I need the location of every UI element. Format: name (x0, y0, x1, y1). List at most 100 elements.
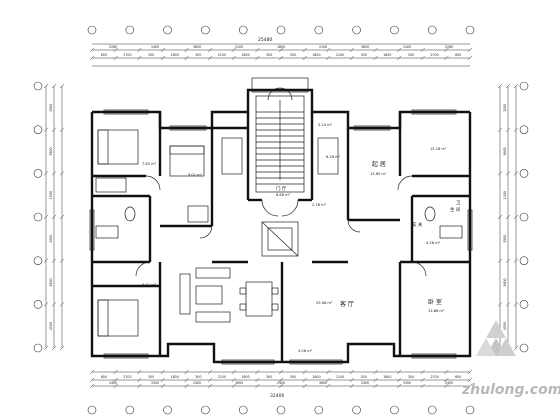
grid-axis-bubble (519, 212, 529, 222)
dim-tick (373, 47, 378, 53)
dim-tick (184, 55, 189, 61)
dim-tick (349, 377, 355, 383)
right-dim: 1500 (503, 104, 507, 112)
dim-tick (160, 377, 166, 383)
dim-tick (349, 369, 355, 375)
dim-tick (497, 258, 503, 263)
area-right-bath: 4.28 m² (426, 241, 441, 245)
dim-tick (396, 377, 402, 383)
grid-axis-bubble (33, 343, 43, 353)
dim-tick (373, 383, 378, 389)
interior-walls (92, 112, 470, 362)
dim-tick (231, 47, 236, 53)
bottom-dim-2: 3600 (319, 381, 327, 385)
dim-tick (505, 171, 511, 176)
top-dim-2: 300 (266, 53, 272, 57)
label-hall-left: 门 厅 (276, 185, 287, 192)
dim-tick (326, 369, 331, 375)
dim-tick (396, 383, 402, 389)
dim-tick (137, 369, 142, 375)
dim-tick (326, 383, 331, 389)
dim-tick (373, 377, 378, 383)
bottom-dim-2: 3600 (235, 381, 243, 385)
dim-tick (59, 83, 65, 89)
dim-tick (444, 377, 449, 383)
dim-tick (326, 47, 331, 53)
right-dim: 1500 (503, 191, 507, 199)
dim-tick (373, 55, 378, 61)
bottom-dim-1: 1800 (171, 375, 179, 379)
bottom-dim-2: 2400 (445, 381, 453, 385)
top-dim-2: 1800 (242, 53, 250, 57)
dim-tick (89, 47, 95, 53)
top-dim-1: 3600 (193, 45, 201, 49)
grid-axis-bubble (125, 405, 135, 415)
dim-tick (51, 258, 57, 263)
grid-axis-bubble (519, 300, 529, 309)
dim-tick (160, 55, 166, 61)
dim-tick (497, 302, 503, 307)
dim-tick (59, 302, 65, 307)
grid-axis-bubble (465, 405, 475, 415)
dim-tick (137, 383, 142, 389)
dim-tick (278, 377, 284, 383)
dim-tick (302, 47, 307, 53)
dim-tick (255, 47, 260, 53)
top-dim-2: 2100 (218, 53, 226, 57)
dim-tick (302, 383, 307, 389)
dim-tick (51, 302, 57, 307)
dim-tick (505, 214, 511, 220)
right-dim: 1500 (503, 235, 507, 243)
dim-tick (349, 47, 355, 53)
grid-axis-bubble (33, 125, 43, 134)
dim-tick (43, 127, 49, 132)
dim-tick (184, 369, 189, 375)
bottom-dim-1: 300 (266, 375, 272, 379)
doors (135, 175, 427, 277)
grid-axis-bubble (519, 81, 529, 91)
bottom-dim-2: 2400 (193, 381, 201, 385)
dim-tick (497, 171, 503, 176)
dim-tick (137, 55, 142, 61)
dim-tick (513, 127, 519, 132)
dim-tick (89, 383, 95, 389)
dim-tick (505, 127, 511, 132)
dim-tick (231, 369, 236, 375)
grid-axis-bubble (87, 405, 97, 415)
grid-axis-bubble (238, 405, 248, 415)
grid-axis-bubble (163, 25, 172, 35)
dim-tick (51, 171, 57, 176)
dim-tick (302, 377, 307, 383)
dim-tick (43, 171, 49, 176)
dim-tick (89, 377, 95, 383)
dim-tick (513, 302, 519, 307)
grid-axis-bubble (33, 81, 43, 91)
area-left-bedroom-2: 9.01 m² (188, 173, 203, 177)
left-dim: 3600 (49, 147, 53, 155)
grid-axis-bubble (33, 300, 43, 309)
top-dim-1: 2280 (445, 45, 453, 49)
dim-tick (137, 377, 142, 383)
top-dim-1: 2100 (235, 45, 243, 49)
dim-tick (59, 127, 65, 132)
bottom-dim-1: 300 (148, 375, 154, 379)
top-dim-2: 1800 (171, 53, 179, 57)
dim-tick (59, 345, 65, 351)
dim-tick (207, 55, 213, 61)
dim-tick (396, 47, 402, 53)
dim-tick (43, 83, 49, 89)
area-right-big: 15.18 m² (430, 147, 447, 151)
grid-axis-bubble (33, 256, 43, 265)
dim-tick (444, 383, 449, 389)
bottom-overall-dim: 32400 (270, 393, 284, 399)
bottom-dim-1: 300 (195, 375, 201, 379)
grid-axis-bubble (427, 25, 437, 35)
dim-tick (51, 83, 57, 89)
area-left-bedroom-1: 7.82 m² (142, 162, 157, 166)
dim-tick (51, 127, 57, 132)
top-dim-2: 1800 (312, 53, 320, 57)
dim-tick (505, 258, 511, 263)
